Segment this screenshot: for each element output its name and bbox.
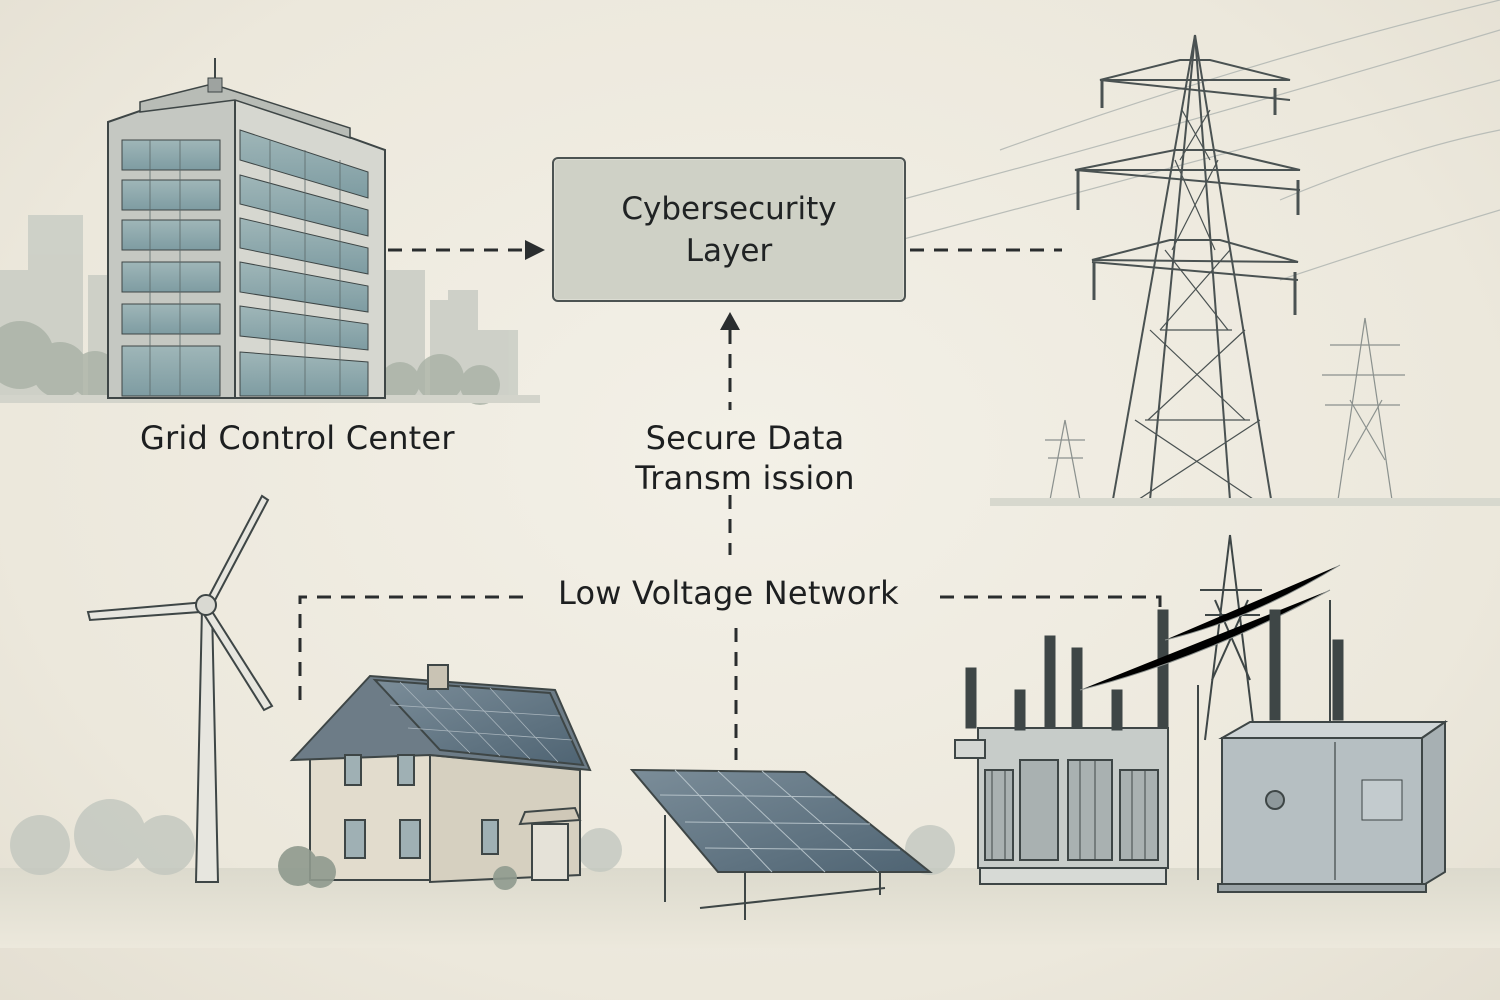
secure-data-transmission-label: Secure Data Transm ission (600, 418, 890, 498)
cyber-layer-label-line1: Cybersecurity (621, 190, 837, 227)
connector-lv-to-house (298, 595, 530, 700)
transmission-tower-icon (899, 0, 1500, 506)
distant-tower-icon (1045, 317, 1405, 501)
house-with-solar-roof-icon (289, 664, 592, 884)
solar-panel-icon (629, 768, 933, 920)
office-building-icon (107, 58, 386, 399)
arrowhead-up (720, 312, 740, 330)
electrical-cabinet-icon (1217, 720, 1449, 893)
ground-strip-right (990, 498, 1500, 506)
secure-data-line2: Transm ission (635, 459, 855, 497)
grid-control-center-label: Grid Control Center (140, 419, 455, 457)
secure-data-line1: Secure Data (645, 419, 845, 457)
arrowhead-right (525, 240, 545, 260)
cybersecurity-layer-node: Cybersecurity Layer (552, 157, 906, 302)
trees-bottom (10, 799, 955, 875)
wind-turbine-icon (86, 494, 274, 883)
low-voltage-network-label: Low Voltage Network (558, 574, 899, 612)
city-skyline (0, 215, 518, 400)
substation-transformer-icon (954, 534, 1344, 885)
connector-lines (298, 248, 1162, 760)
cyber-layer-label-line2: Layer (685, 232, 773, 269)
connector-lv-to-substation (940, 595, 1162, 610)
bushes (278, 846, 517, 890)
